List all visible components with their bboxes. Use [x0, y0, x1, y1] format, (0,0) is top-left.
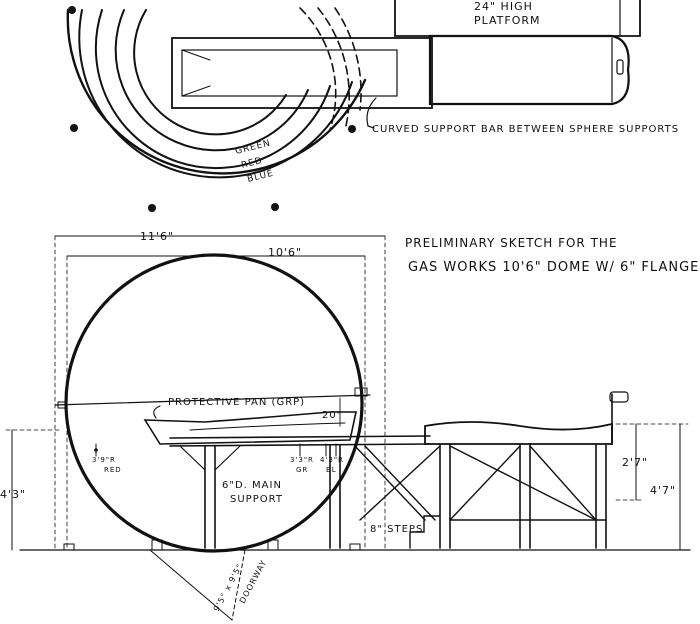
- ring-red: [94, 9, 331, 170]
- walkway-outline: [171, 37, 433, 109]
- radius-blue-label: BL: [326, 466, 337, 474]
- support-point: [148, 204, 156, 212]
- walkway-inner: [181, 49, 398, 97]
- main-support-label: SUPPORT: [230, 494, 283, 505]
- platform-deck-side: [424, 421, 613, 445]
- curved-support-label: CURVED SUPPORT BAR BETWEEN SPHERE SUPPOR…: [372, 124, 679, 135]
- radius-green-label: GR: [296, 466, 308, 474]
- dashed-support-2: [317, 7, 350, 131]
- dashed-support-3: [334, 7, 362, 111]
- doorway-label: 9'5" x 9'5": [212, 562, 245, 613]
- protective-pan: [143, 411, 357, 445]
- ring-label-green: GREEN: [234, 138, 272, 156]
- ring-inner: [133, 9, 287, 136]
- support-point: [348, 125, 356, 133]
- radius-blue-label: 4'3"R: [320, 456, 344, 464]
- platform-label: 24" HIGH: [474, 0, 533, 13]
- elevation-view: [5, 235, 691, 621]
- sketch-title-line1: PRELIMINARY SKETCH FOR THE: [405, 236, 618, 250]
- main-support-label: 6"D. MAIN: [222, 480, 282, 491]
- steps: [409, 515, 441, 549]
- ring-green: [114, 9, 309, 152]
- support-point: [70, 124, 78, 132]
- platform-deck: [428, 34, 630, 106]
- dashed-support-1: [299, 7, 337, 131]
- dimension-4-7: 4'7": [650, 484, 676, 497]
- outer-ring: [66, 8, 367, 175]
- support-point: [68, 6, 76, 14]
- flange: [54, 394, 371, 406]
- ring-blue: [78, 9, 353, 179]
- plan-view: [66, 0, 641, 212]
- protective-pan-label: PROTECTIVE PAN (GRP): [168, 397, 305, 408]
- dimension-10-6: 10'6": [268, 246, 302, 259]
- dimension-2-7: 2'7": [622, 456, 648, 469]
- radius-red-label: 3'9"R: [92, 456, 116, 464]
- dimension-20: 20": [322, 410, 342, 421]
- steps-label: 8" STEPS: [370, 524, 423, 535]
- support-point: [271, 203, 279, 211]
- walkway-beam: [169, 435, 431, 439]
- radius-green-label: 3'3"R: [290, 456, 314, 464]
- radius-red-label: RED: [104, 466, 122, 474]
- sketch-title-line2: GAS WORKS 10'6" DOME W/ 6" FLANGE: [408, 260, 699, 275]
- platform-label: PLATFORM: [474, 14, 541, 27]
- dimension-4-3: 4'3": [0, 488, 26, 501]
- dimension-11-6: 11'6": [140, 230, 174, 243]
